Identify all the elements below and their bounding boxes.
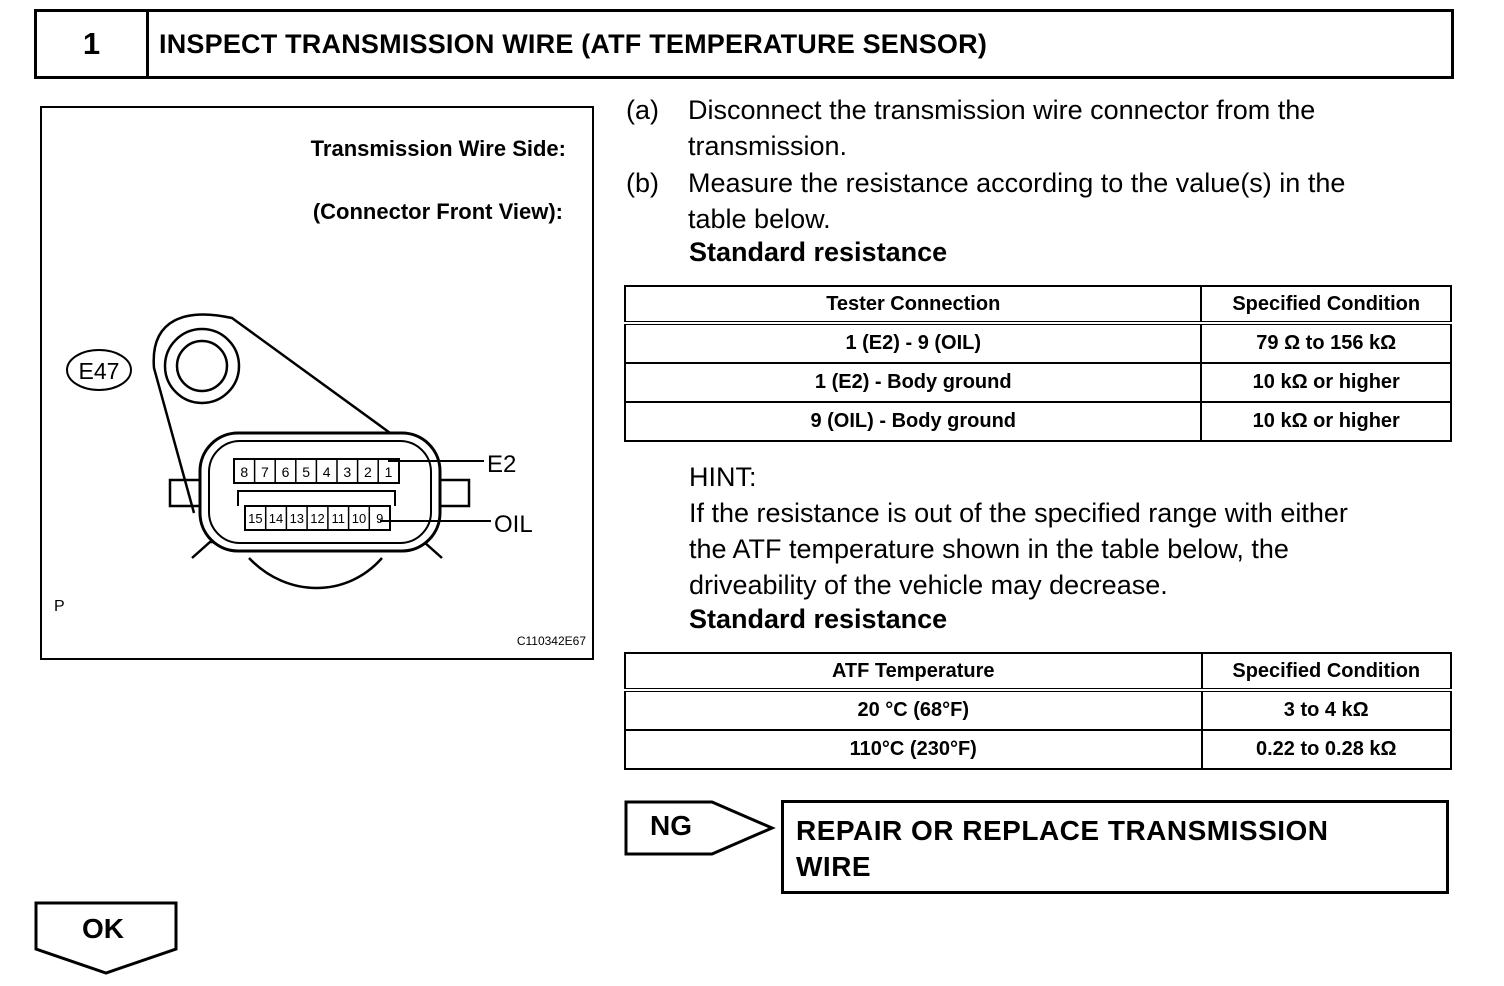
pin-13: 13 <box>290 511 304 526</box>
ng-action-box: REPAIR OR REPLACE TRANSMISSION WIRE <box>781 800 1449 894</box>
bolt-hole-outer <box>163 327 241 405</box>
connector-diagram: E47 8 7 6 5 <box>66 313 533 590</box>
figure-label-side: Transmission Wire Side: <box>310 136 566 161</box>
table-row: 9 (OIL) - Body ground 10 kΩ or higher <box>623 401 1452 442</box>
procedure-header: 1 INSPECT TRANSMISSION WIRE (ATF TEMPERA… <box>34 9 1454 79</box>
pin-9: 9 <box>376 511 383 526</box>
pin-4: 4 <box>323 464 331 480</box>
table1-col-connection: Tester Connection <box>623 285 1203 325</box>
table-cell: 79 Ω to 156 kΩ <box>1200 322 1452 364</box>
ok-label: OK <box>82 913 124 944</box>
table-cell: 3 to 4 kΩ <box>1200 689 1452 731</box>
hint-line3: driveability of the vehicle may decrease… <box>689 570 1168 600</box>
ng-arrow-shape <box>624 800 776 856</box>
tester-connection-table: Tester Connection Specified Condition 1 … <box>623 285 1452 442</box>
pin-15: 15 <box>248 511 262 526</box>
table2-col-temperature: ATF Temperature <box>624 652 1203 692</box>
table1-heading: Standard resistance <box>689 237 948 267</box>
table-cell: 10 kΩ or higher <box>1200 362 1452 403</box>
e2-callout: E2 <box>487 451 516 478</box>
hint-line1: If the resistance is out of the specifie… <box>689 498 1348 528</box>
ng-label: NG <box>650 810 692 841</box>
oil-callout: OIL <box>494 511 533 538</box>
top-row-dividers <box>253 459 379 483</box>
hint-label: HINT: <box>689 462 757 492</box>
table-row: 1 (E2) - 9 (OIL) 79 Ω to 156 kΩ <box>623 322 1452 364</box>
figure-image-code: C110342E67 <box>516 634 586 648</box>
figure-corner-letter: P <box>54 598 65 615</box>
bottom-row-dividers <box>264 506 371 530</box>
bottom-terminal-row <box>244 505 391 531</box>
step-b-line1: Measure the resistance according to the … <box>688 168 1346 198</box>
bolt-hole-inner <box>175 339 229 393</box>
table-row: 110°C (230°F) 0.22 to 0.28 kΩ <box>624 729 1452 770</box>
ng-action-line1: REPAIR OR REPLACE TRANSMISSION <box>796 815 1329 846</box>
table2-col-condition: Specified Condition <box>1200 652 1452 692</box>
table-cell: 1 (E2) - Body ground <box>623 362 1203 403</box>
pin-5: 5 <box>302 464 310 480</box>
pin-12: 12 <box>310 511 324 526</box>
table-cell: 20 °C (68°F) <box>624 689 1203 731</box>
table-cell: 0.22 to 0.28 kΩ <box>1200 729 1452 770</box>
ok-arrow-shape <box>34 901 178 975</box>
step-a-line1: Disconnect the transmission wire connect… <box>688 95 1316 125</box>
right-tab <box>434 478 471 508</box>
pin-14: 14 <box>269 511 283 526</box>
connector-id-label: E47 <box>79 358 120 384</box>
pin-6: 6 <box>282 464 290 480</box>
pin-1: 1 <box>385 464 393 480</box>
step-number: 1 <box>37 12 149 76</box>
table-row: 20 °C (68°F) 3 to 4 kΩ <box>624 689 1452 731</box>
atf-temperature-table: ATF Temperature Specified Condition 20 °… <box>624 652 1452 770</box>
left-tab <box>168 478 202 508</box>
procedure-title: INSPECT TRANSMISSION WIRE (ATF TEMPERATU… <box>159 28 988 59</box>
connector-id-oval <box>66 349 132 391</box>
table-cell: 10 kΩ or higher <box>1200 401 1452 442</box>
step-b-letter: (b) <box>626 168 659 198</box>
pin-11: 11 <box>331 511 345 526</box>
connector-figure: Transmission Wire Side: (Connector Front… <box>40 106 594 660</box>
connector-flange <box>152 313 398 514</box>
pin-8: 8 <box>240 464 248 480</box>
pin-2: 2 <box>364 464 372 480</box>
step-a-line2: transmission. <box>688 131 848 161</box>
connector-housing-inner <box>208 440 432 544</box>
table2-heading: Standard resistance <box>689 604 948 634</box>
connector-hump <box>248 557 383 590</box>
step-a-letter: (a) <box>626 95 659 125</box>
table-cell: 110°C (230°F) <box>624 729 1203 770</box>
hint-line2: the ATF temperature shown in the table b… <box>689 534 1289 564</box>
pin-7: 7 <box>261 464 269 480</box>
pin-3: 3 <box>343 464 351 480</box>
table1-col-condition: Specified Condition <box>1200 285 1452 325</box>
table-cell: 9 (OIL) - Body ground <box>623 401 1203 442</box>
bottom-row-shroud <box>237 490 396 506</box>
table-cell: 1 (E2) - 9 (OIL) <box>623 322 1203 364</box>
pin-10: 10 <box>352 511 366 526</box>
step-b-line2: table below. <box>688 204 831 234</box>
table-row: 1 (E2) - Body ground 10 kΩ or higher <box>623 362 1452 403</box>
ng-action-line2: WIRE <box>796 851 872 882</box>
figure-label-view: (Connector Front View): <box>312 199 563 224</box>
